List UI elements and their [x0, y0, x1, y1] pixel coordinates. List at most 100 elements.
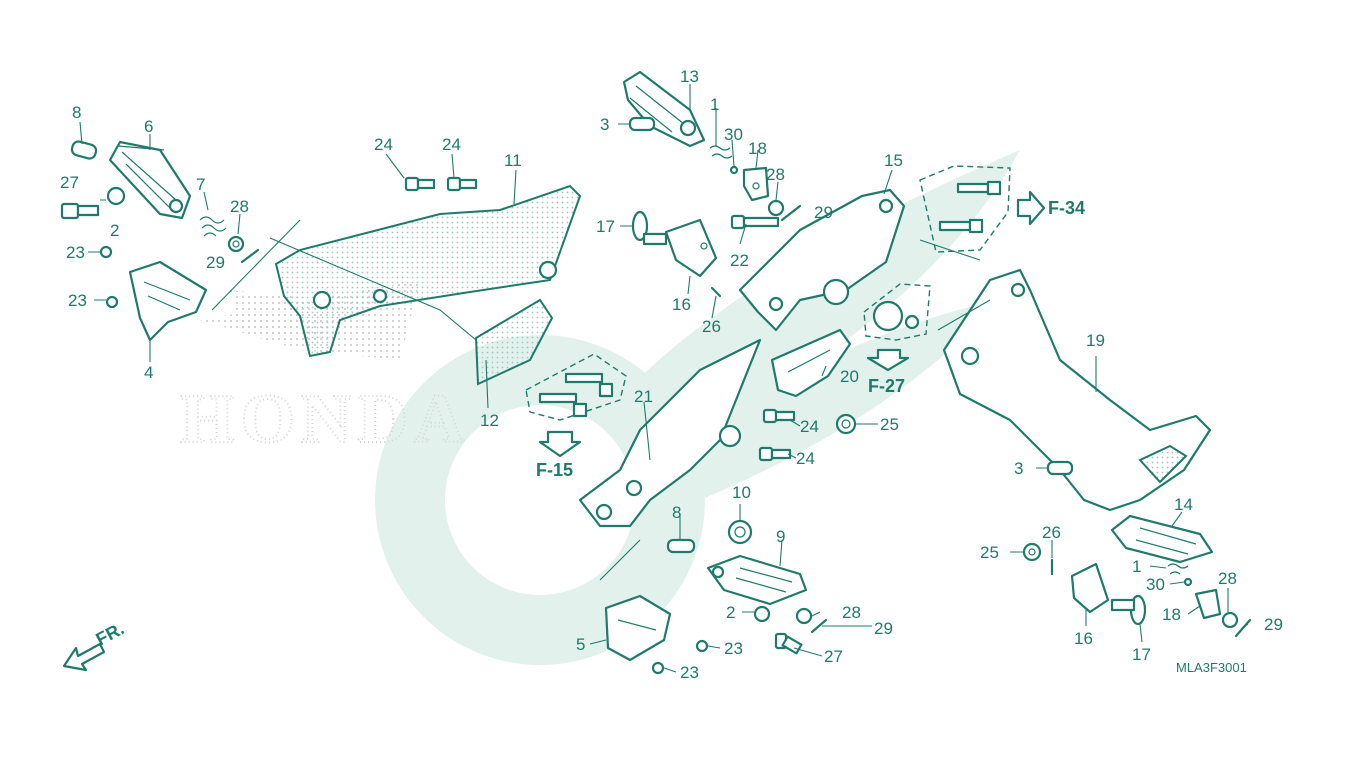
callout-24-d: 24 — [796, 449, 815, 468]
part-cotter-29-left — [240, 248, 260, 264]
part-bolt-17-right — [1110, 594, 1147, 626]
callout-14: 14 — [1174, 495, 1193, 514]
front-direction-arrow — [62, 642, 106, 672]
part-pin-3-right — [1046, 460, 1074, 476]
part-bracket-16-right — [1070, 562, 1110, 614]
part-nut-25-center — [835, 413, 857, 435]
part-washer-28-center — [795, 607, 813, 625]
callout-8-center: 8 — [672, 503, 681, 522]
part-bolt-17-upper — [631, 210, 668, 246]
part-ball-30-right — [1183, 577, 1193, 587]
callout-3-upper: 3 — [600, 115, 609, 134]
part-washer-28-left — [227, 235, 245, 253]
callout-23-center-b: 23 — [680, 663, 699, 682]
callout-17-upper: 17 — [596, 217, 615, 236]
part-pin-8-center — [666, 538, 696, 554]
part-heel-guard-5 — [604, 594, 672, 662]
callout-6: 6 — [144, 117, 153, 136]
callout-30-right: 30 — [1146, 575, 1165, 594]
part-cotter-29-center — [810, 618, 828, 634]
callout-4: 4 — [144, 363, 153, 382]
part-bracket-20 — [770, 328, 852, 398]
callout-29-right: 29 — [1264, 615, 1283, 634]
part-washer-28-right — [1221, 611, 1239, 629]
callout-16-right: 16 — [1074, 629, 1093, 648]
callout-13: 13 — [680, 67, 699, 86]
part-footpeg-9 — [706, 554, 808, 606]
part-footpeg-13 — [622, 70, 706, 148]
callout-7: 7 — [196, 175, 205, 194]
part-plate-12 — [474, 298, 554, 386]
bolt-group-f15 — [525, 353, 627, 421]
callout-labels: 8 6 27 7 28 2 29 23 23 4 24 24 11 12 13 … — [60, 67, 1283, 682]
callout-17-right: 17 — [1132, 645, 1151, 664]
part-plate-18-upper — [742, 166, 770, 202]
part-heel-guard-4 — [128, 260, 208, 342]
callout-23-left-a: 23 — [66, 243, 85, 262]
part-collar-2-center — [753, 605, 771, 623]
callout-24-c: 24 — [800, 417, 819, 436]
part-holder-15 — [738, 188, 906, 332]
callout-26-upper: 26 — [702, 317, 721, 336]
callout-18-upper: 18 — [748, 139, 767, 158]
callout-25-right: 25 — [980, 543, 999, 562]
callout-23-center-a: 23 — [724, 639, 743, 658]
callout-29-upper: 29 — [814, 203, 833, 222]
bolt-group-f34 — [919, 165, 1011, 253]
callout-8-left: 8 — [72, 103, 81, 122]
callout-11: 11 — [504, 151, 522, 170]
callout-30-upper: 30 — [724, 125, 743, 144]
callout-15: 15 — [884, 151, 903, 170]
callout-28-right: 28 — [1218, 569, 1237, 588]
callout-2-left: 2 — [110, 221, 119, 240]
part-nut-25-right — [1022, 542, 1042, 562]
callout-9: 9 — [776, 527, 785, 546]
part-ball-30-upper — [729, 165, 739, 175]
part-bolt-22 — [730, 214, 780, 230]
callout-16-upper: 16 — [672, 295, 691, 314]
part-bracket-11 — [274, 184, 582, 358]
ref-label-f34: F-34 — [1048, 198, 1085, 218]
callout-29-left: 29 — [206, 253, 225, 272]
part-pin-8-left — [70, 140, 98, 160]
part-spring-7 — [199, 216, 227, 237]
callout-27-left: 27 — [60, 173, 79, 192]
leader-lines — [79, 84, 1249, 673]
callout-25-center: 25 — [880, 415, 899, 434]
part-bracket-16-upper — [664, 218, 718, 278]
catalog-code: MLA3F3001 — [1176, 660, 1247, 675]
callout-3-right: 3 — [1014, 459, 1023, 478]
part-bolt-27-left — [60, 202, 100, 220]
callout-2-center: 2 — [726, 603, 735, 622]
callout-24-b: 24 — [442, 135, 461, 154]
watermark-text: HONDA — [180, 381, 471, 458]
callout-1-upper: 1 — [710, 95, 719, 114]
callout-29-center: 29 — [874, 619, 893, 638]
callout-20: 20 — [840, 367, 859, 386]
part-footpeg-6 — [108, 140, 192, 220]
callout-28-center: 28 — [842, 603, 861, 622]
callout-12: 12 — [480, 411, 499, 430]
part-bolt-24-upper — [404, 176, 478, 192]
ref-label-f27: F-27 — [868, 376, 905, 396]
part-cotter-29-right — [1234, 618, 1252, 638]
callout-23-left-b: 23 — [68, 291, 87, 310]
callout-26-right: 26 — [1042, 523, 1061, 542]
part-bolt-27-center — [774, 632, 803, 655]
ref-arrow-f27 — [866, 348, 910, 372]
callout-5: 5 — [576, 635, 585, 654]
ref-arrow-f15 — [538, 430, 582, 458]
callout-28-upper: 28 — [766, 165, 785, 184]
callout-10: 10 — [732, 483, 751, 502]
ref-label-f15: F-15 — [536, 460, 573, 480]
part-pin-26-upper — [710, 286, 722, 298]
part-pin-3-upper — [628, 116, 656, 132]
callout-18-right: 18 — [1162, 605, 1181, 624]
callout-24-a: 24 — [374, 135, 393, 154]
part-cotter-29-upper — [780, 204, 802, 222]
callout-21: 21 — [634, 387, 653, 406]
part-washer-28-upper — [767, 199, 785, 217]
part-screw-23-left — [99, 245, 119, 309]
callout-22: 22 — [730, 251, 749, 270]
